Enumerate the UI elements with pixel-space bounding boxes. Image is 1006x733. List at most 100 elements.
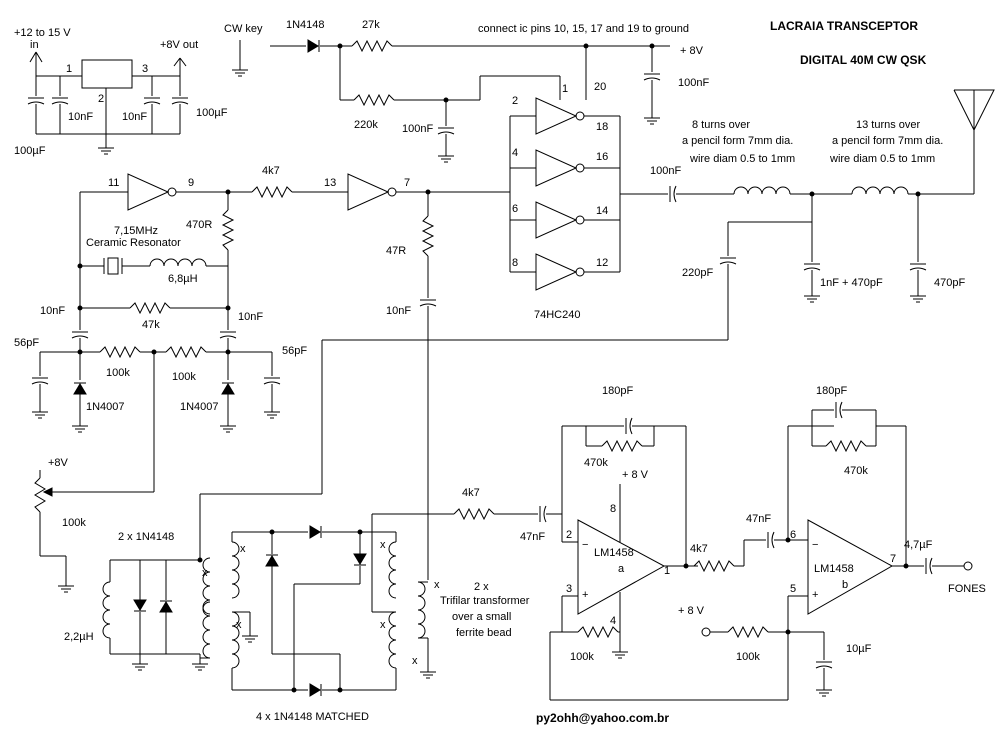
xfmr2-secondary [417,581,426,639]
audio-r-470k-b: 470k [844,465,868,477]
osc-r-470r: 470R [186,219,212,231]
xfmr-text2: Trifilar transformer [440,595,530,607]
osc-cap-56pf-l: 56pF [14,337,39,349]
osc-diode-l: 1N4007 [86,401,125,413]
audio-cap-180pf-a: 180pF [602,385,633,397]
matched-diodes-label: 4 x 1N4148 MATCHED [256,711,369,723]
osc-frequency: 7,15MHz [114,225,158,237]
hc240-pin4: 4 [512,147,518,159]
osc-pin9: 9 [188,177,194,189]
buffer-c [535,201,585,239]
bias-supply-label: + 8 V [678,605,705,617]
keying-cap-label: 100nF [402,123,433,135]
voltage-regulator [81,59,133,89]
buffer-b [535,149,585,187]
r-220k-label: 220k [354,119,378,131]
audio-r-4k7-mid: 4k7 [690,543,708,555]
keying-circuit: CW key 1N4148 27k connect ic pins 10, 15… [224,19,709,163]
opamp-a-pin2: 2 [566,529,572,541]
supply-cap-10n-b: 10nF [122,111,147,123]
audio-cap-47nf-in: 47nF [520,531,545,543]
headphone-jack[interactable] [963,561,973,571]
opamp-a-pin4: 4 [610,615,616,627]
osc-inductor-label: 6,8µH [168,273,198,285]
coil2-text1: 13 turns over [856,119,921,131]
opamp-a [577,519,666,615]
audio-r-100k-a: 100k [570,651,594,663]
xfmr-text3: over a small [452,611,511,623]
osc-r-100k-r: 100k [172,371,196,383]
coil2-text2: a pencil form 7mm dia. [832,135,943,147]
opamp-b-pin6: 6 [790,529,796,541]
hc240-pin6: 6 [512,203,518,215]
buffer-a [535,97,585,135]
opamp-a-pin3: 3 [566,583,572,595]
opamp-a-minus: − [582,539,588,551]
opamp-a-label: LM1458 [594,547,634,559]
keying-8v-label: + 8V [680,45,704,57]
coil1-text1: 8 turns over [692,119,750,131]
ceramic-resonator [107,257,119,275]
hc240-label: 74HC240 [534,309,580,321]
audio-cap-47nf-mid: 47nF [746,513,771,525]
power-supply: +12 to 15 V in +8V out 1 2 3 100µF 10nF … [14,27,228,157]
coil-8-turns [733,186,791,195]
xfmr2-primary-a [388,541,397,599]
buffer-d [535,253,585,291]
opamp-b-pin7: 7 [890,553,896,565]
cap-1nf-470pf: 1nF + 470pF [820,277,883,289]
pot-supply-label: +8V [48,457,69,469]
audio-cap-10uf: 10µF [846,643,872,655]
reg-pin1: 1 [66,63,72,75]
osc-cap-10nf-r: 10nF [238,311,263,323]
pot-value: 100k [62,517,86,529]
osc-cap-10nf-c: 10nF [386,305,411,317]
osc-pin7: 7 [404,177,410,189]
audio-amplifier: 4k7 47nF 180pF 470k LM1458 a − + 2 3 8 4… [453,385,986,701]
audio-cap-4u7: 4,7µF [904,539,933,551]
cw-key-label: CW key [224,23,263,35]
opamp-a-supply: + 8 V [622,469,649,481]
hc240-pin16: 16 [596,151,608,163]
opamp-b-suffix: b [842,579,848,591]
oscillator: 11 9 4k7 13 7 470R 7,15MHz Ceramic Reson… [14,165,510,593]
opamp-b [807,519,894,615]
xfmr-text4: ferrite bead [456,627,512,639]
osc-cap-10nf-l: 10nF [40,305,65,317]
opamp-a-pin1: 1 [664,565,670,577]
coil-13-turns [851,186,909,195]
keying-diode-label: 1N4148 [286,19,325,31]
driver-coupling-cap: 100nF [650,165,681,177]
supply-cap-10n-a: 10nF [68,111,93,123]
coil1-text2: a pencil form 7mm dia. [682,135,793,147]
bias-supply-terminal [701,627,711,637]
front-diodes-label: 2 x 1N4148 [118,531,174,543]
osc-diode-r: 1N4007 [180,401,219,413]
opamp-b-plus: + [812,589,818,601]
front-inductor [102,581,111,639]
pot-wiper-icon [42,487,53,497]
hc240-pin1: 1 [562,83,568,95]
mixer: 2 x 1N4148 2,2µH x x x [64,513,530,723]
osc-pin11: 11 [108,177,119,189]
osc-r-4k7: 4k7 [262,165,280,177]
hc240-pin14: 14 [596,205,608,217]
xfmr1-secondary-a [231,541,240,599]
ceramic-resonator-label: Ceramic Resonator [86,237,181,249]
osc-buffer [347,173,397,211]
xfmr-text1: 2 x [474,581,489,593]
osc-r-47k: 47k [142,319,160,331]
tuning-potentiometer[interactable] [34,477,46,513]
xfmr2-dot-d: x [434,579,440,591]
xfmr2-dot-a: x [380,539,386,551]
osc-inductor [149,258,207,267]
coil2-text3: wire diam 0.5 to 1mm [829,153,935,165]
opamp-b-minus: − [812,539,818,551]
xfmr1-dot-c: x [236,619,242,631]
opamp-a-plus: + [582,589,588,601]
title: LACRAIA TRANSCEPTOR [770,19,918,33]
supply-output-label: +8V out [160,39,198,51]
driver-74hc240: 2 18 4 16 6 14 8 12 1 74HC240 100nF 8 tu… [199,83,995,560]
opamp-b-pin5: 5 [790,583,796,595]
